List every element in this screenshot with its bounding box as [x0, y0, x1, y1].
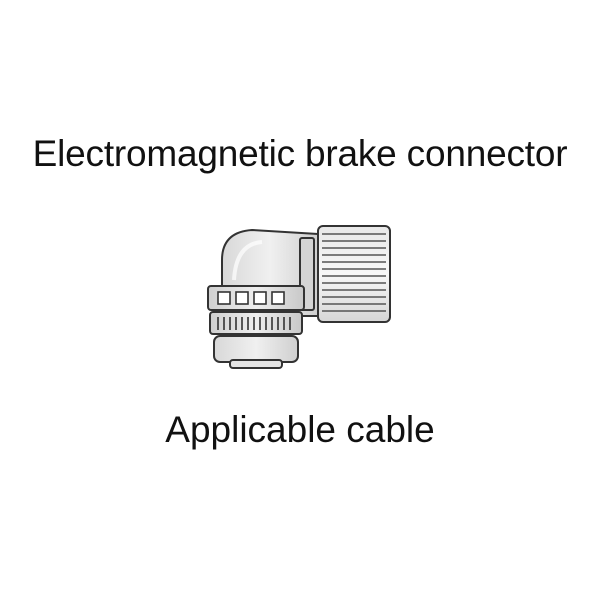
- right-angle-connector-icon: [207, 225, 391, 369]
- connector-cap: [299, 225, 391, 323]
- figure-title: Electromagnetic brake connector: [32, 133, 568, 174]
- connector-sleeve: [213, 335, 299, 369]
- connector-ring-lower: [209, 311, 303, 335]
- connector-nut-upper: [207, 285, 305, 311]
- figure-caption: Applicable cable: [165, 409, 435, 450]
